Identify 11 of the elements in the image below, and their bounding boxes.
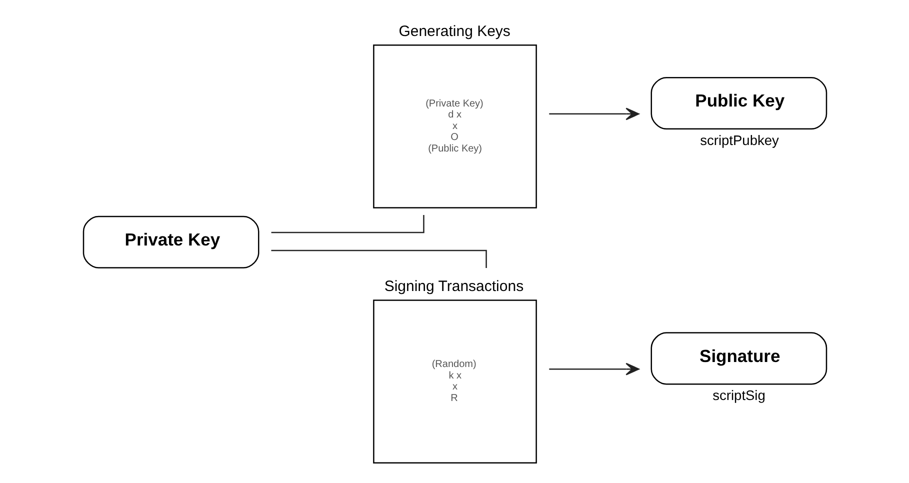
- node-label: scriptSig: [712, 388, 765, 404]
- node-box: Public Key: [650, 77, 827, 130]
- node-box: Signature: [650, 332, 827, 385]
- node-label: Signing Transactions: [384, 278, 524, 296]
- node-box: Private Key: [82, 216, 259, 268]
- node-label: Generating Keys: [398, 22, 510, 40]
- arrow: [548, 362, 639, 376]
- connector: [270, 215, 424, 234]
- arrow: [548, 108, 639, 120]
- connector: [270, 250, 486, 268]
- node-label: scriptPubkey: [700, 132, 778, 148]
